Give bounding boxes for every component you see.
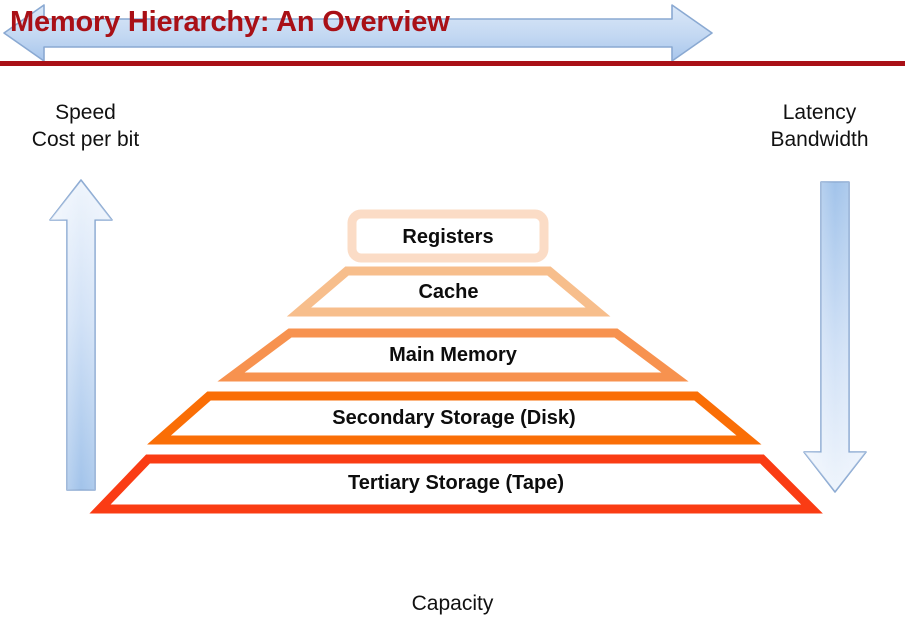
title-divider [0,61,905,66]
right-caption-line-1: Latency [782,101,857,124]
pyramid-label-cache: Cache [418,281,479,303]
bottom-axis-caption: Capacity [411,592,494,615]
double-arrow-icon [3,4,713,62]
pyramid-label-registers: Registers [402,226,494,248]
page-title: Memory Hierarchy: An Overview [10,6,450,38]
pyramid-label-main-memory: Main Memory [389,344,517,366]
left-caption-line-1: Speed [55,101,116,124]
pyramid-label-secondary-storage: Secondary Storage (Disk) [332,407,576,429]
up-arrow-icon [49,179,113,491]
right-caption-line-2: Bandwidth [770,127,869,151]
right-axis-caption: Latency Bandwidth [742,100,897,154]
left-axis-caption: Speed Cost per bit [8,100,163,154]
pyramid-label-tertiary-storage: Tertiary Storage (Tape) [348,472,564,494]
down-arrow-icon [803,181,867,493]
left-caption-line-2: Cost per bit [31,127,140,151]
